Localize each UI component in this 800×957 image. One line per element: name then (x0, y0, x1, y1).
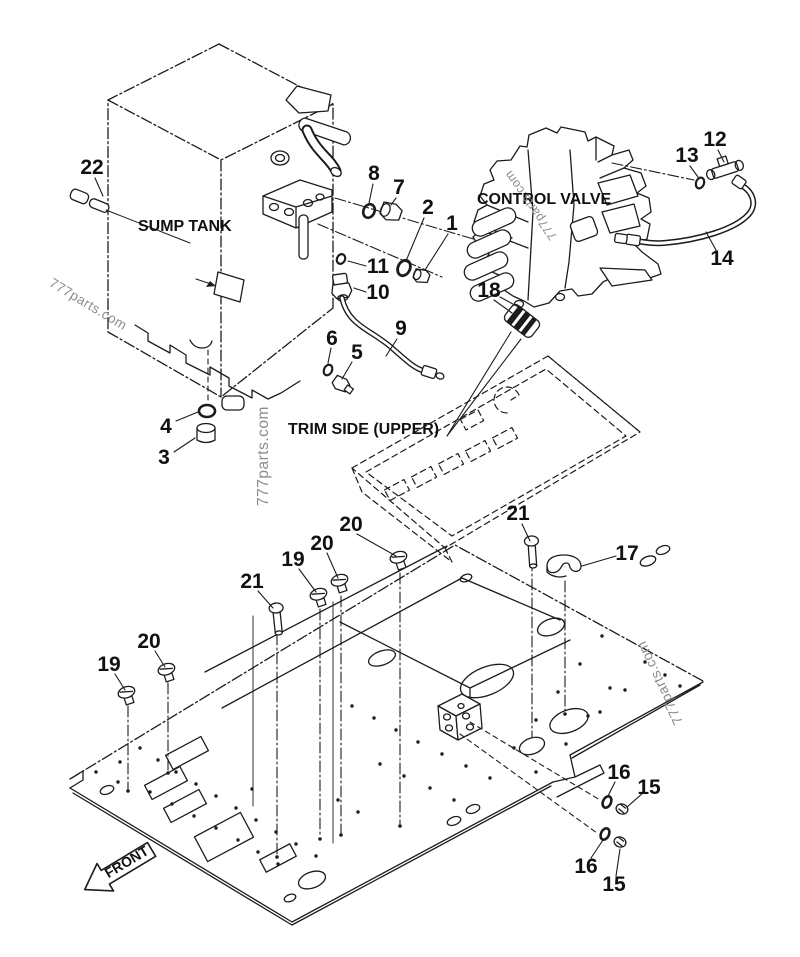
callout-8: 8 (368, 162, 380, 185)
trim-side-panel (351, 355, 641, 563)
part-8-oring (361, 202, 377, 220)
watermark-left: 777parts.com (47, 275, 130, 333)
front-arrow (83, 841, 157, 892)
bolt-21-mid (268, 602, 284, 636)
callout-13: 13 (675, 144, 698, 167)
watermark-right: 777parts.com (633, 639, 686, 728)
plate-holes (94, 634, 682, 866)
callout-2: 2 (422, 196, 434, 219)
part-1-plug (412, 268, 431, 284)
screw-19-left (117, 685, 136, 706)
callout-5: 5 (351, 341, 363, 364)
callout-20-top: 20 (339, 513, 362, 536)
callout-12: 12 (703, 128, 726, 151)
control-valve (463, 126, 695, 309)
callout-20-left: 20 (137, 630, 160, 653)
callout-11: 11 (367, 255, 390, 278)
bolt-21-right (523, 535, 540, 569)
sump-tank (107, 43, 498, 411)
watermark-middle: 777parts.com (255, 406, 272, 506)
part-15-plug-a (615, 803, 629, 815)
callout-16-b: 16 (574, 855, 597, 878)
trim-side-label: TRIM SIDE (UPPER) (288, 421, 439, 438)
callout-18: 18 (477, 279, 501, 302)
callout-14: 14 (710, 247, 734, 270)
screw-20-mid (330, 573, 349, 594)
callouts: 22 8 7 2 1 11 10 9 6 5 4 3 13 12 14 18 2… (80, 128, 734, 896)
part-11-oring (335, 253, 347, 265)
callout-22: 22 (80, 156, 103, 179)
part-3-cap (196, 422, 216, 444)
valve-fittings (613, 155, 757, 247)
parts-16-15 (599, 795, 629, 848)
part-17-clamp (546, 554, 582, 578)
part-16-oring-b (599, 827, 611, 841)
callout-20-mid: 20 (310, 532, 333, 555)
callout-15-a: 15 (637, 776, 661, 799)
callout-21-right: 21 (506, 502, 530, 525)
sump-tank-label: SUMP TANK (138, 218, 232, 235)
screw-20-left (157, 662, 176, 683)
callout-leaders (94, 149, 725, 877)
plate-block (437, 693, 483, 741)
pointer-arrow (195, 278, 216, 287)
part-7-plug (379, 201, 403, 221)
callout-19-left: 19 (97, 653, 120, 676)
diagram-linework (69, 43, 757, 926)
callout-4: 4 (160, 415, 172, 438)
callout-6: 6 (326, 327, 338, 350)
callout-16-a: 16 (607, 761, 630, 784)
part-15-plug-b (613, 836, 627, 848)
part-16-oring-a (601, 795, 613, 809)
screw-19-mid (309, 587, 328, 608)
small-parts (196, 201, 445, 444)
part-5-bolt (331, 374, 355, 395)
part-14-hose (633, 180, 757, 247)
part-4-oring (197, 403, 217, 419)
part-12-tee (705, 155, 745, 181)
part-13-oring (694, 176, 706, 190)
part-22-connector (69, 188, 191, 244)
part-18-plug (446, 304, 541, 437)
part-2-oring (396, 258, 412, 278)
callout-15-b: 15 (602, 873, 626, 896)
control-valve-label: CONTROL VALVE (477, 191, 612, 208)
part-10-fitting (331, 272, 353, 302)
part-6-oring (322, 363, 334, 377)
screw-20-top (389, 550, 408, 571)
callout-17: 17 (615, 542, 638, 565)
callout-9: 9 (395, 317, 407, 340)
callout-1: 1 (446, 212, 458, 235)
plate-screws (117, 535, 567, 859)
callout-3: 3 (158, 446, 170, 469)
floor-plate (69, 544, 704, 926)
callout-10: 10 (366, 281, 389, 304)
callout-7: 7 (393, 176, 405, 199)
callout-21-left: 21 (240, 570, 264, 593)
callout-19-mid: 19 (281, 548, 304, 571)
